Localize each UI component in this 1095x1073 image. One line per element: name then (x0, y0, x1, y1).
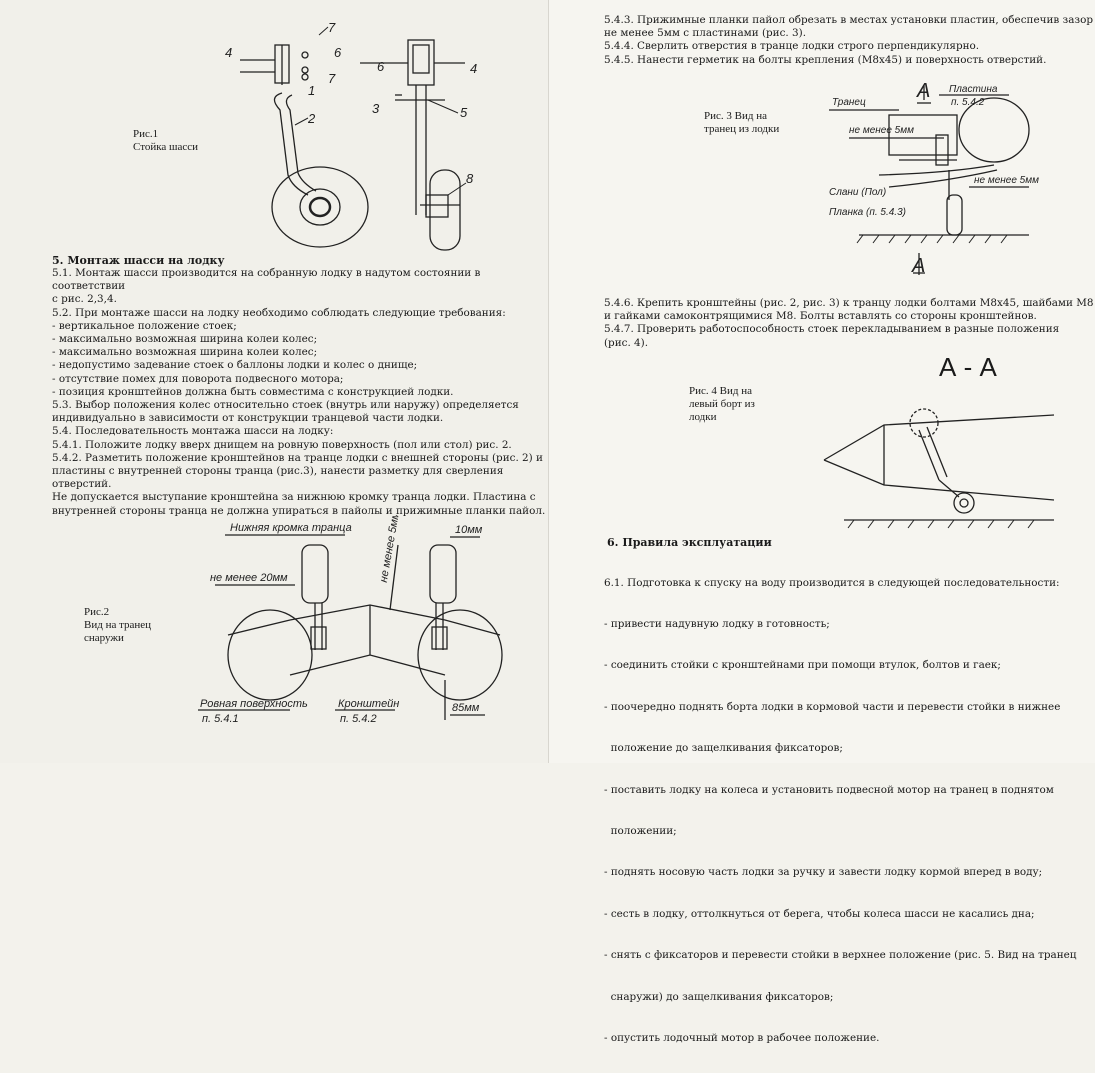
svg-text:6: 6 (334, 45, 342, 60)
fig2-label-85: 85мм (452, 702, 480, 714)
fig4-caption-1: Рис. 4 Вид на (689, 385, 752, 397)
s5-line: индивидуально в зависимости от конструкц… (52, 412, 444, 425)
s5-line: 5.2. При монтаже шасси на лодку необходи… (52, 306, 506, 319)
intro-text: 5.4.3. Прижимные планки пайол обрезать в… (604, 14, 1093, 67)
s6-line: - соединить стойки с кронштейнами при по… (604, 659, 1001, 672)
section-6-body: 6.1. Подготовка к спуску на воду произво… (604, 549, 1077, 1073)
fig3-label-floor: Слани (Пол) (829, 187, 886, 198)
s5-line: 5.1. Монтаж шасси производится на собран… (52, 267, 481, 293)
fig3-label-a-bottom: A (911, 255, 925, 277)
fig2-label-min20: не менее 20мм (210, 572, 288, 584)
fig4-caption-3: лодки (689, 411, 717, 423)
svg-text:7: 7 (328, 71, 336, 86)
fig3-label-min5b: не менее 5мм (974, 175, 1039, 186)
fig1-caption-title: Стойка шасси (133, 141, 199, 153)
s5-line: - максимально возможная ширина колеи кол… (52, 346, 318, 359)
s6-line: - привести надувную лодку в готовность; (604, 617, 830, 630)
fig2-caption-title-2: снаружи (84, 632, 124, 644)
s5-line: - вертикальное положение стоек; (52, 319, 237, 332)
s6-line: - снять с фиксаторов и перевести стойки … (604, 949, 1077, 962)
fig4-caption-2: левый борт из (689, 398, 755, 410)
intro-line: 5.4.5. Нанести герметик на болты креплен… (604, 53, 1047, 66)
fig2-label-bracket-ref: п. 5.4.2 (340, 713, 377, 725)
s6-line: 6.1. Подготовка к спуску на воду произво… (604, 576, 1060, 589)
fig2-label-surface: Ровная поверхность (200, 698, 308, 710)
fig3-label-plate-ref: п. 5.4.2 (951, 97, 985, 108)
s5-line: 5.4. Последовательность монтажа шасси на… (52, 425, 334, 438)
fig2-label-edge: Нижняя кромка транца (230, 522, 352, 534)
s5-line: - отсутствие помех для поворота подвесно… (52, 372, 344, 385)
s5-line: - недопустимо задевание стоек о баллоны … (52, 359, 418, 372)
mid-line: и гайками самоконтрящимися М8. Болты вст… (604, 310, 1037, 323)
svg-text:1: 1 (308, 83, 315, 98)
svg-text:4: 4 (470, 61, 477, 76)
figure-2-transom-outside: Нижняя кромка транца не менее 20мм не ме… (198, 515, 503, 725)
fig3-label-a-top: A (916, 80, 930, 102)
section-5-heading: 5. Монтаж шасси на лодку (52, 254, 225, 267)
fig2-caption-number: Рис.2 (84, 606, 110, 618)
svg-text:4: 4 (225, 45, 232, 60)
svg-text:3: 3 (372, 101, 380, 116)
s5-line: пластины с внутренней стороны транца (ри… (52, 465, 504, 491)
s6-line: - поднять носовую часть лодки за ручку и… (604, 866, 1043, 879)
s5-line: - позиция кронштейнов должна быть совмес… (52, 385, 454, 398)
fig2-caption-title: Вид на транец (84, 619, 152, 631)
svg-text:7: 7 (328, 20, 336, 35)
fig2-label-min5: не менее 5мм (378, 515, 402, 583)
s5-line: с рис. 2,3,4. (52, 293, 117, 306)
fig3-label-transom: Транец (832, 97, 866, 108)
fig1-caption-number: Рис.1 (133, 128, 159, 140)
section-6-heading: 6. Правила эксплуатации (607, 536, 772, 549)
intro-line: 5.4.3. Прижимные планки пайол обрезать в… (604, 14, 1093, 26)
s5-line: 5.4.2. Разметить положение кронштейнов н… (52, 451, 543, 464)
fig3-label-strip: Планка (п. 5.4.3) (829, 207, 906, 218)
intro-line: 5.4.4. Сверлить отверстия в транце лодки… (604, 40, 980, 53)
fig2-label-surface-ref: п. 5.4.1 (202, 713, 239, 725)
svg-text:5: 5 (460, 105, 468, 120)
figure-3-transom-inside: A Пластина п. 5.4.2 Транец не менее 5мм … (829, 80, 1039, 277)
s6-line: - опустить лодочный мотор в рабочее поло… (604, 1031, 880, 1044)
fig3-label-plate: Пластина (949, 84, 998, 95)
s6-line: положении; (604, 824, 677, 837)
mid-line: (рис. 4). (604, 336, 649, 349)
svg-text:2: 2 (307, 111, 316, 126)
right-page: 5.4.3. Прижимные планки пайол обрезать в… (548, 0, 1095, 1044)
intro-line: не менее 5мм с пластинами (рис. 3). (604, 27, 807, 40)
mid-line: 5.4.7. Проверить работоспособность стоек… (604, 323, 1060, 336)
section-5-body: 5.1. Монтаж шасси производится на собран… (52, 267, 548, 518)
s6-line: - поставить лодку на колеса и установить… (604, 783, 1054, 796)
s5-line: 5.4.1. Положите лодку вверх днищем на ро… (52, 438, 512, 451)
s6-line: - сесть в лодку, оттолкнуться от берега,… (604, 907, 1035, 920)
fig3-caption-1: Рис. 3 Вид на (704, 110, 767, 122)
fig2-label-bracket: Кронштейн (338, 698, 399, 710)
s5-line: - максимально возможная ширина колеи кол… (52, 333, 318, 346)
s5-line: Не допускается выступание кронштейна за … (52, 491, 536, 504)
fig4-title: А - А (939, 352, 997, 382)
mid-line: 5.4.6. Крепить кронштейны (рис. 2, рис. … (604, 297, 1094, 309)
s6-line: положение до защелкивания фиксаторов; (604, 742, 843, 755)
mid-text: 5.4.6. Крепить кронштейны (рис. 2, рис. … (604, 297, 1093, 350)
s6-line: снаружи) до защелкивания фиксаторов; (604, 990, 834, 1003)
figure-4-left-side (823, 408, 1055, 529)
fig3-caption-2: транец из лодки (704, 123, 780, 135)
fig2-label-10: 10мм (455, 524, 483, 536)
svg-text:6: 6 (377, 59, 385, 74)
figure-1-wheel-stand: 7 4 6 7 1 2 6 4 3 5 8 (225, 20, 477, 251)
svg-text:8: 8 (466, 171, 474, 186)
s5-line: 5.3. Выбор положения колес относительно … (52, 399, 519, 412)
s5-line: внутренней стороны транца не должна упир… (52, 504, 546, 517)
left-page: 7 4 6 7 1 2 6 4 3 5 8 Рис.1 Стойка шасси… (0, 0, 548, 763)
fig3-label-min5a: не менее 5мм (849, 125, 914, 136)
s6-line: - поочередно поднять борта лодки в кормо… (604, 700, 1061, 713)
